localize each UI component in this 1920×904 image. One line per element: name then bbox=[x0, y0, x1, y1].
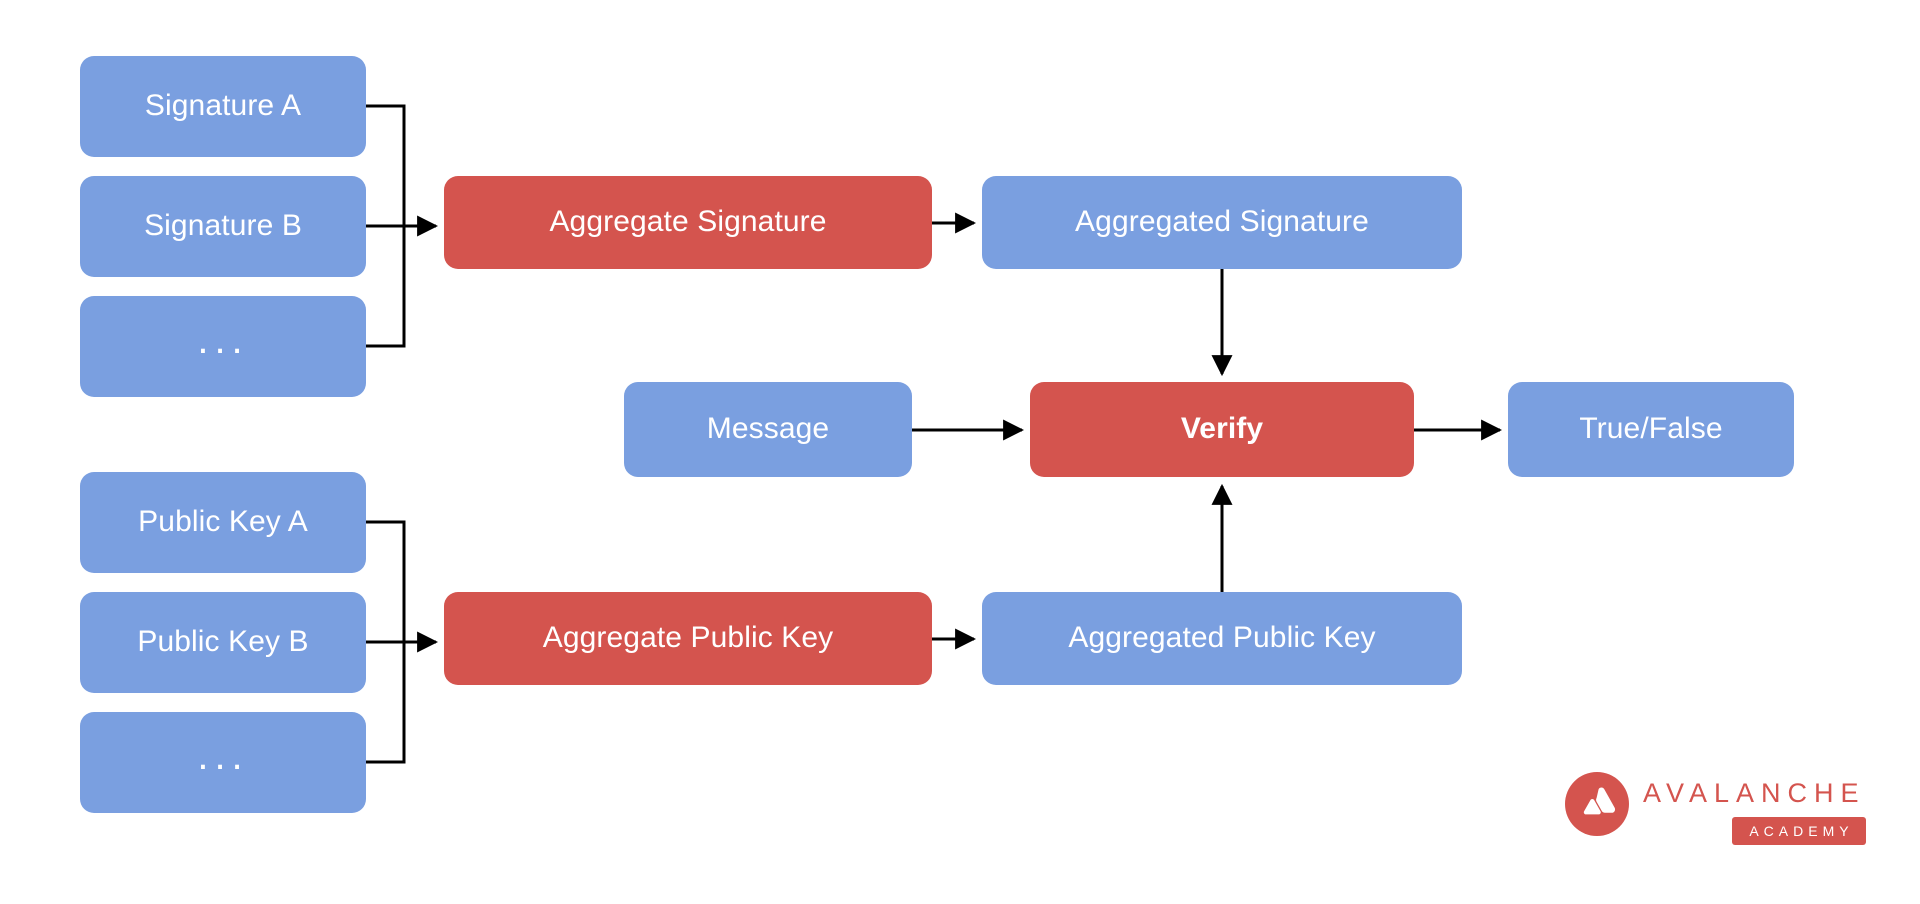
node-label: Aggregated Public Key bbox=[1068, 621, 1376, 655]
edge-signature-a-to-trunk bbox=[366, 104, 406, 226]
node-label: Signature A bbox=[144, 89, 302, 123]
node-label: Aggregated Signature bbox=[1075, 205, 1369, 239]
node-label: Public Key A bbox=[138, 505, 308, 539]
node-public-key-b[interactable]: Public Key B bbox=[80, 592, 366, 693]
node-aggregate-signature[interactable]: Aggregate Signature bbox=[444, 176, 932, 269]
node-label: Signature B bbox=[144, 209, 302, 243]
node-signature-a[interactable]: Signature A bbox=[80, 56, 366, 157]
node-label: Aggregate Signature bbox=[549, 205, 827, 239]
node-label: Verify bbox=[1180, 412, 1264, 446]
node-label: Public Key B bbox=[137, 625, 309, 659]
node-label: ... bbox=[197, 317, 249, 362]
node-verify[interactable]: Verify bbox=[1030, 382, 1414, 477]
node-signature-b[interactable]: Signature B bbox=[80, 176, 366, 277]
node-aggregated-signature[interactable]: Aggregated Signature bbox=[982, 176, 1462, 269]
node-public-key-more[interactable]: ... bbox=[80, 712, 366, 813]
node-label: Message bbox=[706, 412, 830, 446]
node-public-key-a[interactable]: Public Key A bbox=[80, 472, 366, 573]
node-aggregated-public-key[interactable]: Aggregated Public Key bbox=[982, 592, 1462, 685]
node-signature-more[interactable]: ... bbox=[80, 296, 366, 397]
node-label: ... bbox=[197, 733, 249, 778]
node-label: True/False bbox=[1579, 412, 1723, 446]
avalanche-academy-logo: AVALANCHE ACADEMY bbox=[1565, 772, 1866, 845]
avalanche-a-mark-icon bbox=[1565, 772, 1629, 836]
node-true-false[interactable]: True/False bbox=[1508, 382, 1794, 477]
edge-signature-more-to-trunk bbox=[366, 226, 406, 348]
logo-academy-badge: ACADEMY bbox=[1732, 817, 1866, 845]
node-aggregate-public-key[interactable]: Aggregate Public Key bbox=[444, 592, 932, 685]
edge-public-key-more-to-trunk bbox=[366, 642, 406, 764]
node-message[interactable]: Message bbox=[624, 382, 912, 477]
logo-wordmark: AVALANCHE bbox=[1643, 778, 1866, 808]
node-label: Aggregate Public Key bbox=[542, 621, 834, 655]
logo-text-group: AVALANCHE ACADEMY bbox=[1643, 772, 1866, 845]
edge-public-key-a-to-trunk bbox=[366, 520, 406, 642]
